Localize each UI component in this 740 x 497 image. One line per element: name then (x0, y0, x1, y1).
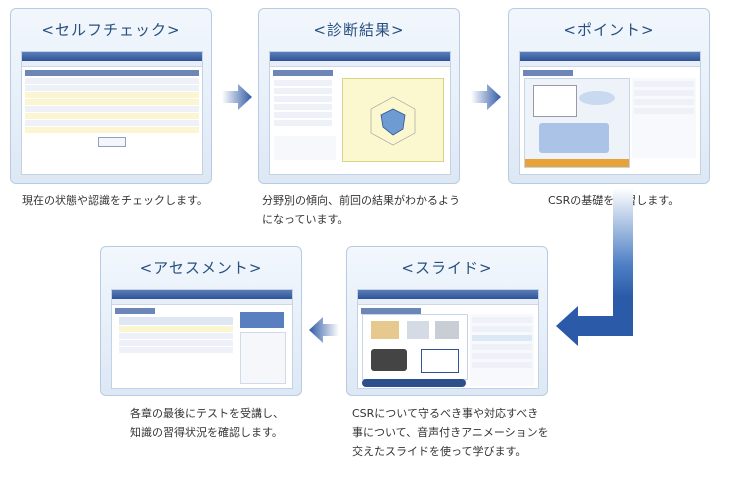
assessment-screenshot (111, 289, 293, 389)
slide-caption-line1: CSRについて守るべき事や対応すべき (352, 407, 539, 420)
assessment-title: <アセスメント> (139, 259, 263, 277)
self-check-screenshot (21, 51, 203, 175)
arrow-right-icon (471, 84, 501, 110)
self-check-card: <セルフチェック> (10, 8, 212, 184)
arrow-left-icon (556, 298, 633, 346)
connector-down (613, 188, 633, 298)
arrow-right-icon (222, 84, 252, 110)
assessment-caption-line2: 知識の習得状況を確認します。 (130, 426, 283, 439)
assessment-caption-line1: 各章の最後にテストを受講し、 (130, 407, 284, 420)
point-screenshot (519, 51, 701, 175)
diagnosis-caption-line1: 分野別の傾向、前回の結果がわかるよう (262, 194, 460, 207)
slide-caption-line3: 交えたスライドを使って学びます。 (352, 445, 527, 458)
diagnosis-title: <診断結果> (313, 21, 405, 39)
self-check-title: <セルフチェック> (41, 21, 181, 39)
arrow-left-icon (309, 317, 339, 343)
diagnosis-caption-line2: になっています。 (262, 213, 349, 226)
slide-screenshot (357, 289, 539, 389)
point-card: <ポイント> (508, 8, 710, 184)
slide-caption-line2: 事について、音声付きアニメーションを (352, 426, 549, 439)
self-check-caption: 現在の状態や認識をチェックします。 (22, 194, 208, 207)
slide-card: <スライド> (346, 246, 548, 396)
diagnosis-card: <診断結果> (258, 8, 460, 184)
slide-title: <スライド> (401, 259, 493, 277)
diagnosis-screenshot (269, 51, 451, 175)
point-title: <ポイント> (563, 21, 655, 39)
assessment-card: <アセスメント> (100, 246, 302, 396)
